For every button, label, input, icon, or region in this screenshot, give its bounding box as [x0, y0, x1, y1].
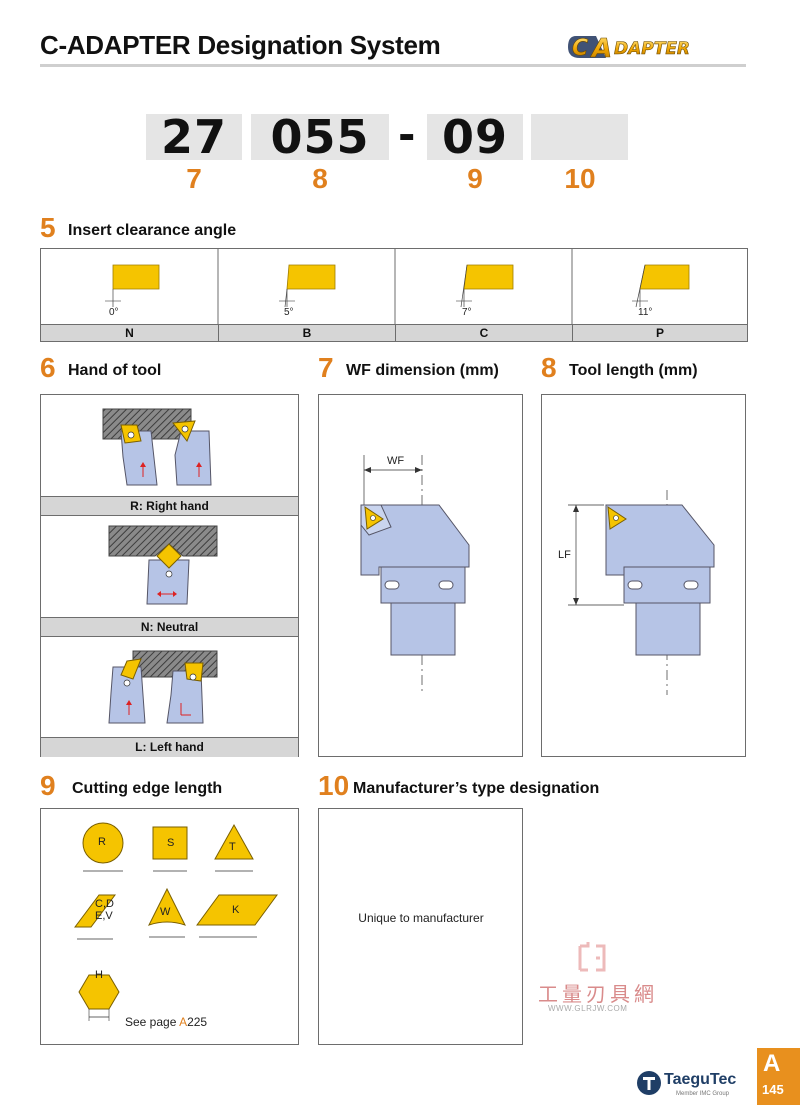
insert-shapes-drawing — [74, 822, 278, 1021]
section-8-title: Tool length (mm) — [569, 362, 698, 379]
code-position-7: 7 — [186, 163, 202, 194]
watermark-url: WWW.GLRJW.COM — [548, 1004, 628, 1013]
code-part-1: 27 — [146, 110, 242, 164]
lf-holder-drawing — [568, 490, 715, 695]
section-tab: A 145 — [757, 1048, 800, 1105]
clearance-letter-p: P — [572, 324, 747, 341]
round-insert-icon — [82, 822, 124, 872]
section-tab-letter: A — [763, 1050, 781, 1077]
section-10-title: Manufacturer’s type designation — [353, 780, 600, 797]
hand-of-tool-panel: R: Right hand N: Neutral L: Left hand — [40, 394, 299, 757]
taegutec-logo-icon — [637, 1071, 661, 1095]
wf-dimension-label: WF — [387, 455, 405, 467]
section-5-number: 5 — [40, 212, 56, 243]
angle-label-p: 11° — [638, 307, 653, 318]
insert-5deg-icon — [279, 264, 336, 308]
manufacturer-designation-panel: Unique to manufacturer — [318, 808, 523, 1045]
code-dash: - — [398, 110, 416, 159]
right-hand-tool-drawing — [102, 408, 212, 486]
clearance-letter-c: C — [395, 324, 572, 341]
parallelogram-insert-icon — [196, 894, 278, 938]
neutral-tool-drawing — [108, 525, 218, 605]
clearance-letter-b: B — [218, 324, 395, 341]
code-position-10: 10 — [564, 163, 596, 194]
shape-label-w: W — [160, 906, 171, 918]
wf-holder-drawing — [360, 455, 470, 695]
manufacturer-note: Unique to manufacturer — [358, 911, 484, 925]
angle-label-b: 5° — [284, 307, 294, 318]
section-9-number: 9 — [40, 770, 56, 801]
hand-label-right: R: Right hand — [41, 496, 298, 516]
lf-length-panel: LF — [541, 394, 746, 757]
brand-subtitle: Member IMC Group — [676, 1091, 730, 1097]
code-position-9: 9 — [467, 163, 483, 194]
section-9-title: Cutting edge length — [72, 780, 223, 797]
square-insert-icon — [152, 826, 188, 872]
hand-label-neutral: N: Neutral — [41, 617, 298, 637]
insert-11deg-icon — [632, 264, 690, 308]
clearance-angle-table: 0° 5° 7° 11° N B C P — [40, 248, 748, 342]
shape-label-cd: C,D — [95, 898, 114, 910]
angle-label-n: 0° — [109, 307, 119, 318]
code-position-8: 8 — [312, 163, 328, 194]
section-10-number: 10 — [318, 770, 350, 801]
page-number: 145 — [762, 1082, 784, 1097]
section-7-title: WF dimension (mm) — [346, 362, 499, 379]
see-page-number: 225 — [187, 1015, 208, 1029]
angle-label-c: 7° — [462, 307, 472, 318]
code-part-3: 09 — [427, 110, 523, 164]
title-divider — [40, 64, 746, 67]
section-7-number: 7 — [318, 352, 334, 383]
shape-label-ev: E,V — [95, 910, 113, 922]
watermark-text: 工量刃具網 — [538, 982, 658, 1006]
code-part-4 — [531, 114, 628, 160]
cutting-edge-panel: R S T C,D E,V W K H See page A225 — [40, 808, 299, 1045]
section-6-number: 6 — [40, 352, 56, 383]
see-page-prefix: See page — [125, 1015, 180, 1029]
shape-label-s: S — [167, 837, 175, 849]
page-title: C-ADAPTER Designation System — [40, 30, 441, 60]
code-part-2: 055 — [251, 110, 389, 164]
trigon-insert-icon — [148, 887, 186, 938]
svg-text:A: A — [590, 34, 612, 64]
section-8-number: 8 — [541, 352, 557, 383]
clearance-angle-drawings — [105, 249, 690, 325]
lf-dimension-label: LF — [558, 549, 571, 561]
triangle-insert-icon — [214, 823, 254, 872]
insert-0deg-icon — [105, 264, 160, 307]
c-adapter-logo: C A DAPTER — [568, 34, 690, 64]
wf-dimension-panel: WF — [318, 394, 523, 757]
section-6-title: Hand of tool — [68, 362, 162, 379]
see-page-letter: A — [179, 1015, 188, 1029]
svg-text:DAPTER: DAPTER — [614, 39, 690, 59]
shape-label-k: K — [232, 904, 240, 916]
brand-name: TaeguTec — [664, 1071, 737, 1088]
insert-7deg-icon — [456, 264, 514, 308]
shape-label-r: R — [98, 836, 106, 848]
left-hand-tool-drawing — [108, 650, 218, 724]
section-5-title: Insert clearance angle — [68, 222, 237, 239]
hexagon-insert-icon — [78, 974, 120, 1021]
hand-label-left: L: Left hand — [41, 737, 298, 757]
watermark-logo — [578, 942, 606, 972]
shape-label-h: H — [95, 969, 103, 981]
shape-label-t: T — [229, 841, 236, 853]
clearance-letter-n: N — [41, 324, 218, 341]
rhombic-insert-icon — [74, 894, 116, 940]
see-page-note: See page A225 — [125, 1015, 207, 1029]
svg-text:C: C — [572, 36, 588, 61]
